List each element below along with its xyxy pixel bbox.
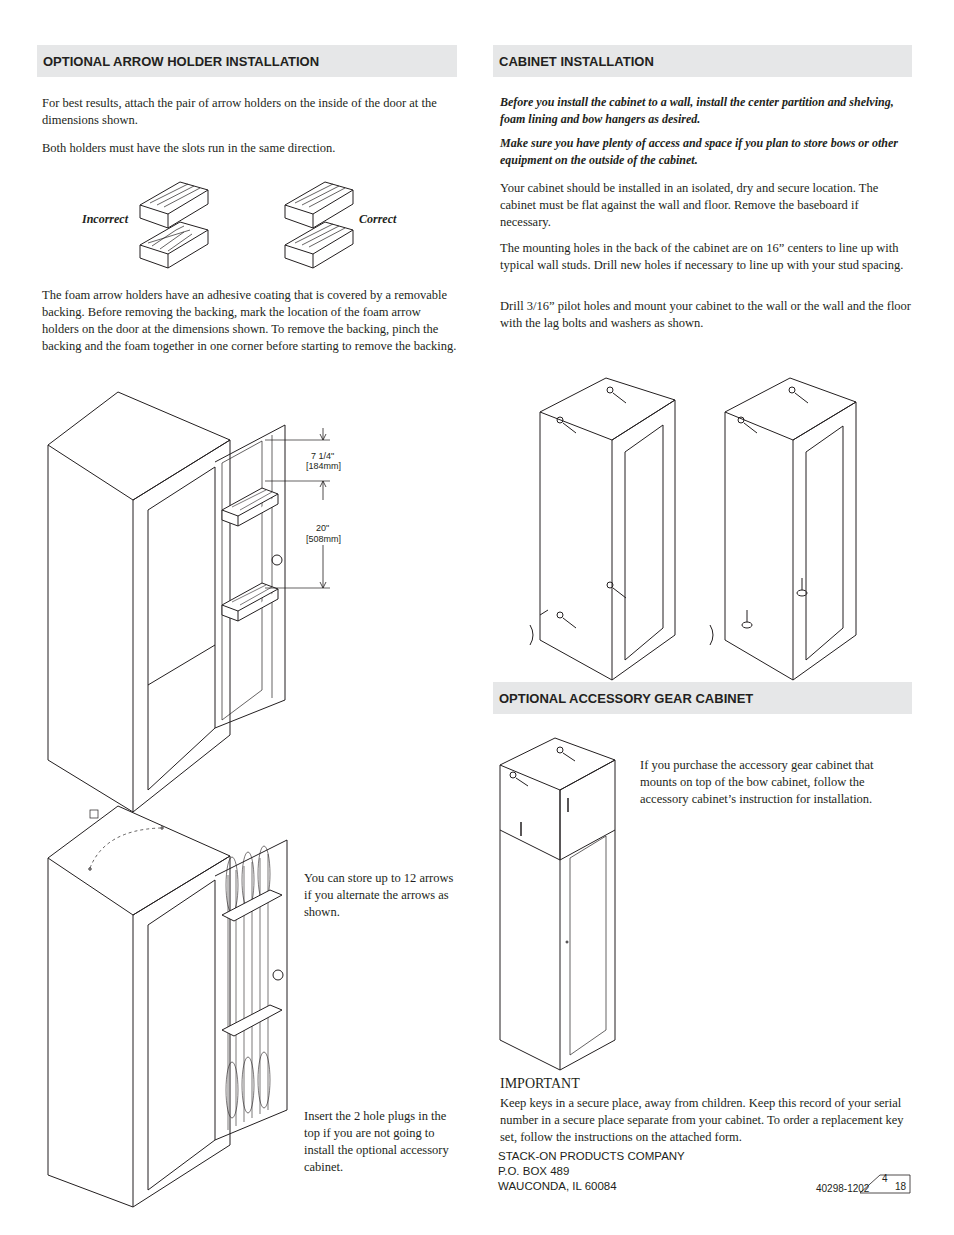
body-text: Your cabinet should be installed in an i… (500, 180, 912, 231)
body-text: The mounting holes in the back of the ca… (500, 240, 912, 274)
body-text: The foam arrow holders have an adhesive … (42, 287, 460, 355)
page-number: 4 (882, 1173, 892, 1185)
address: P.O. BOX 489 (498, 1164, 798, 1178)
wall-mount-cabinets (530, 378, 856, 680)
document-number: 40298-1202 (816, 1183, 876, 1195)
note: Insert the 2 hole plugs in the top if yo… (304, 1108, 456, 1176)
holder-incorrect (140, 182, 208, 268)
page-number: 18 (895, 1181, 915, 1193)
section-header-band: OPTIONAL ACCESSORY GEAR CABINET (493, 682, 912, 714)
body-text: Drill 3/16” pilot holes and mount your c… (500, 298, 912, 332)
accessory-cabinet (500, 738, 615, 1070)
cabinet-with-arrows (48, 806, 287, 1207)
dimension: 7 1/4" (311, 451, 371, 462)
address: STACK-ON PRODUCTS COMPANY (498, 1149, 798, 1163)
section-header-band: OPTIONAL ARROW HOLDER INSTALLATION (37, 45, 457, 77)
body-text: Both holders must have the slots run in … (42, 140, 460, 157)
note: You can store up to 12 arrows if you alt… (304, 870, 454, 921)
note: If you purchase the accessory gear cabin… (640, 757, 900, 808)
section-heading: CABINET INSTALLATION (499, 54, 654, 69)
address: WAUCONDA, IL 60084 (498, 1179, 798, 1193)
dimension: 20" (316, 523, 376, 534)
section-heading: OPTIONAL ACCESSORY GEAR CABINET (499, 691, 753, 706)
figure-label: Incorrect (82, 212, 162, 227)
warning-text: Make sure you have plenty of access and … (500, 135, 912, 169)
section-header-band: CABINET INSTALLATION (493, 45, 912, 77)
dimension: [508mm] (306, 534, 366, 545)
dimension: [184mm] (306, 461, 366, 472)
cabinet-door-open (48, 392, 330, 812)
heading: IMPORTANT (500, 1075, 700, 1092)
warning-text: Before you install the cabinet to a wall… (500, 94, 912, 128)
section-heading: OPTIONAL ARROW HOLDER INSTALLATION (43, 54, 319, 69)
body-text: For best results, attach the pair of arr… (42, 95, 460, 129)
holder-correct (285, 182, 353, 268)
figure-label: Correct (359, 212, 439, 227)
body-text: Keep keys in a secure place, away from c… (500, 1095, 912, 1146)
